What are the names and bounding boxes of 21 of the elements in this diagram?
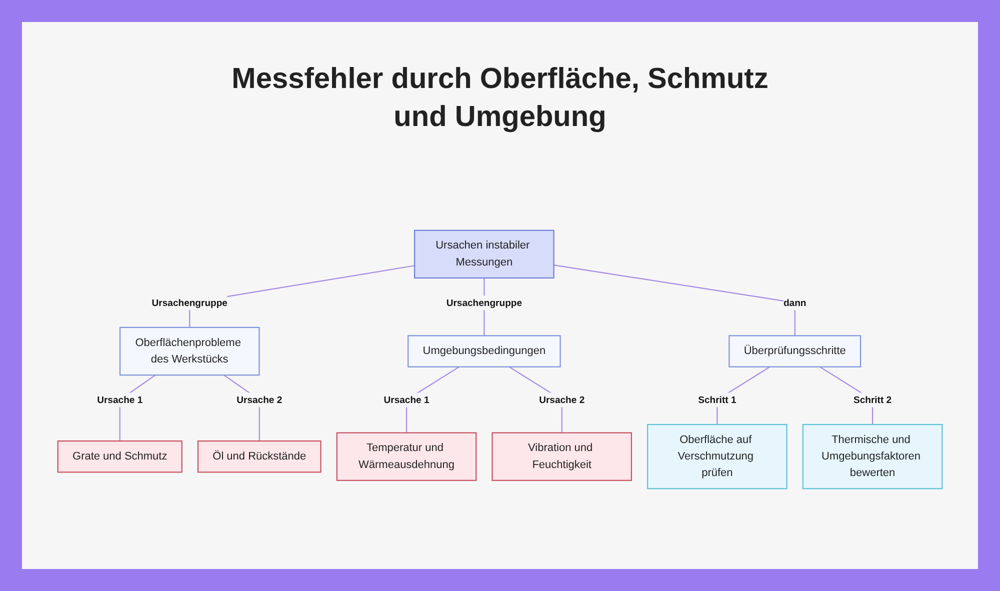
edge-label: Ursache 1 xyxy=(384,394,430,406)
node-box: Oberfläche auf Verschmutzung prüfen xyxy=(647,424,788,490)
connector xyxy=(554,264,796,336)
node-box: Öl und Rückstände xyxy=(197,440,322,473)
node-box: Thermische und Umgebungsfaktoren bewerten xyxy=(802,424,943,490)
node-box: Oberflächenprobleme des Werkstücks xyxy=(119,326,260,376)
node-box: Ursachen instabiler Messungen xyxy=(414,230,554,279)
node-box: Umgebungsbedingungen xyxy=(408,335,561,368)
edge-label: Ursache 2 xyxy=(539,394,585,406)
edge-label: dann xyxy=(783,297,806,308)
edge-label: Ursachengruppe xyxy=(152,297,228,308)
node-box: Grate und Schmutz xyxy=(57,440,182,473)
edge-label: Ursache 2 xyxy=(236,394,282,406)
diagram-title: Messfehler durch Oberfläche, Schmutz und Umgebung xyxy=(230,62,770,135)
edge-label: Ursachengruppe xyxy=(446,297,522,308)
node-box: Vibration und Feuchtigkeit xyxy=(492,432,632,481)
node-box: Temperatur und Wärmeausdehnung xyxy=(336,432,477,481)
edge-label: Ursache 1 xyxy=(97,394,143,406)
edge-label: Schritt 1 xyxy=(698,394,736,406)
node-box: Überprüfungsschritte xyxy=(728,335,862,368)
edge-label: Schritt 2 xyxy=(853,394,892,406)
